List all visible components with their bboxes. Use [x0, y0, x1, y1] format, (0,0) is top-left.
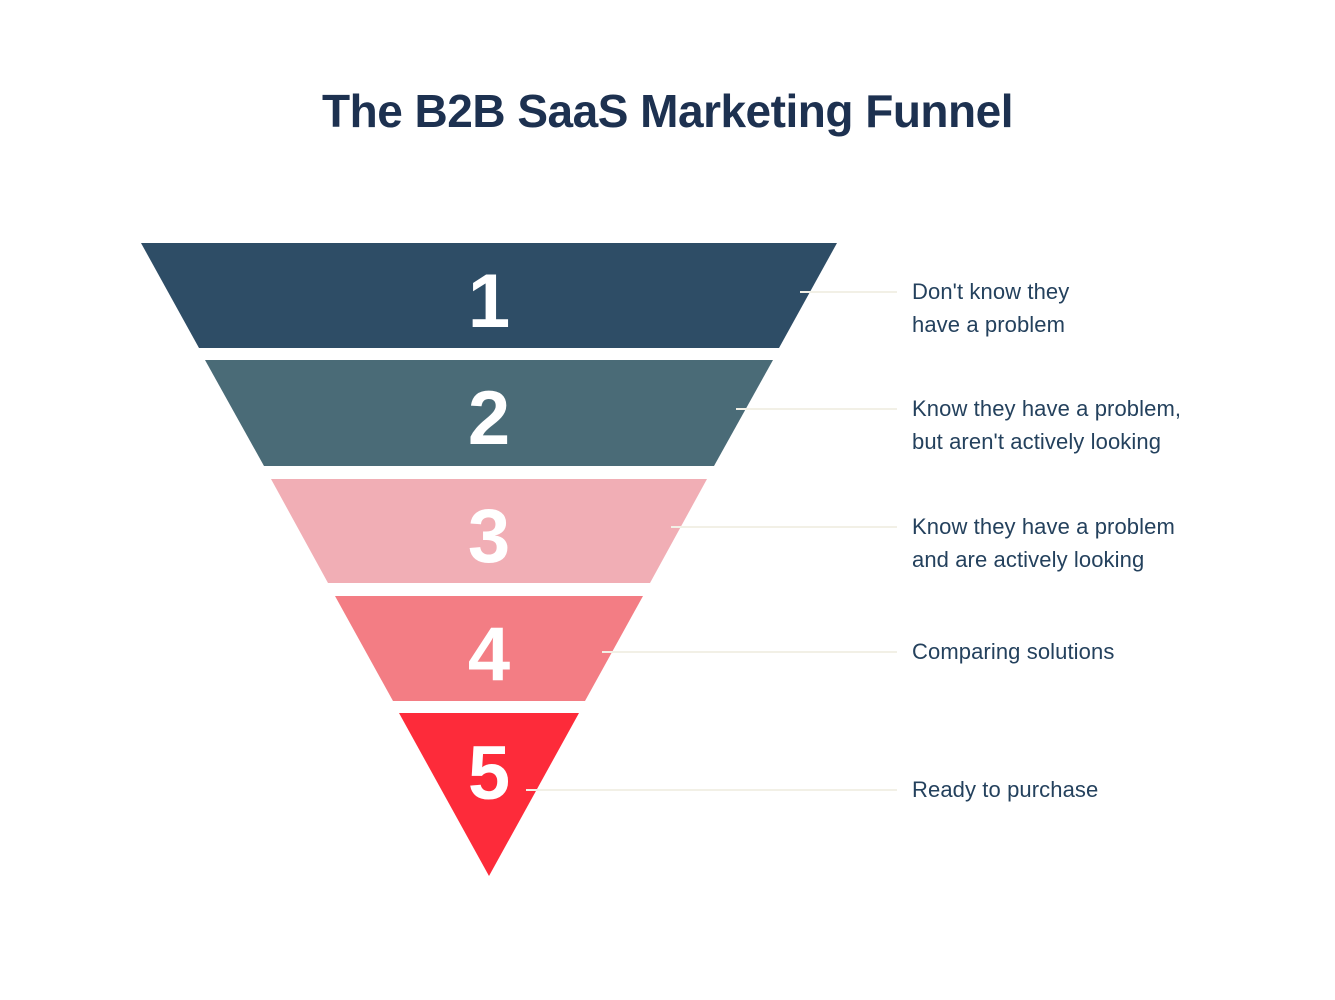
stage-4-number: 4 [468, 612, 510, 697]
page-title: The B2B SaaS Marketing Funnel [322, 85, 1013, 137]
funnel-stage-1-shape [141, 243, 837, 348]
stage-2-number: 2 [468, 376, 510, 461]
stage-3-number: 3 [468, 494, 510, 579]
funnel-stage-2-shape [205, 360, 773, 466]
stage-5-number: 5 [468, 731, 510, 816]
stage-1-number: 1 [468, 259, 510, 344]
funnel-stage-5-shape [399, 713, 579, 876]
funnel-stage-4-shape [335, 596, 643, 701]
funnel-stage-3-shape [271, 479, 707, 583]
